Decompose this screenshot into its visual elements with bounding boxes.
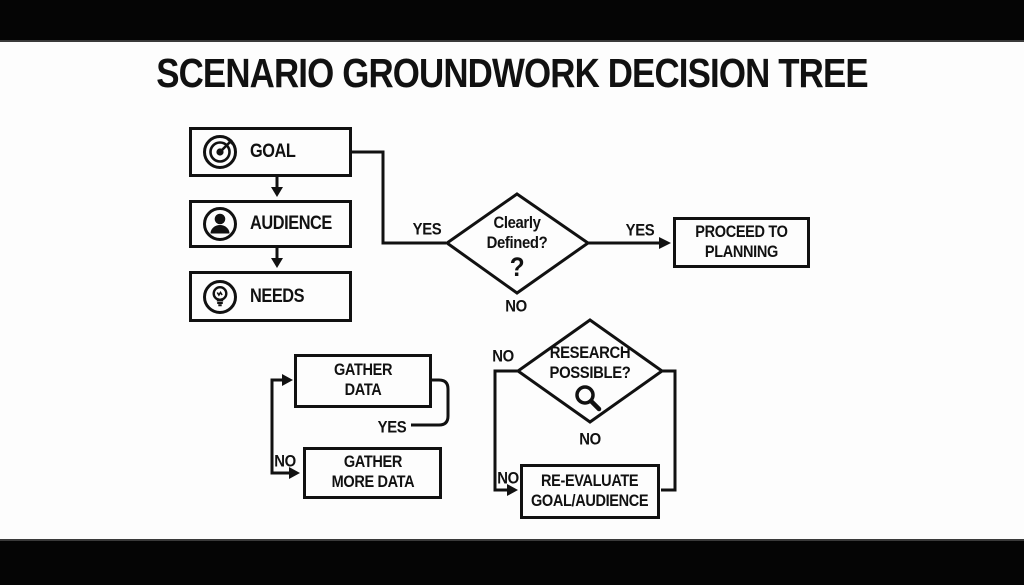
needs-box[interactable]: NEEDS <box>189 271 352 322</box>
audience-label: AUDIENCE <box>250 213 332 234</box>
magnifier-icon <box>575 385 602 412</box>
question-mark: ? <box>509 252 525 283</box>
lightbulb-icon <box>203 279 237 314</box>
arrowhead <box>271 258 283 268</box>
edge-label-no-below-clearly: NO <box>505 297 527 316</box>
edge-research-no-left <box>493 369 518 492</box>
research-line2: POSSIBLE? <box>549 364 631 383</box>
gather-more-data-line2: MORE DATA <box>331 473 414 491</box>
clearly-defined-diamond <box>444 192 591 295</box>
clearly-defined-line1: Clearly <box>493 214 541 232</box>
goal-label: GOAL <box>250 141 296 162</box>
clearly-defined-line2: Defined? <box>486 234 548 253</box>
letterbox-bottom <box>0 539 1024 585</box>
research-possible-text[interactable]: RESEARCH POSSIBLE? <box>525 343 655 383</box>
arrowhead <box>282 374 293 386</box>
gather-more-data-line1: GATHER <box>343 453 402 472</box>
letterbox-top <box>0 0 1024 42</box>
diagram-title: SCENARIO GROUNDWORK DECISION TREE <box>156 50 868 96</box>
proceed-line1: PROCEED TO <box>695 222 788 241</box>
edge-research-right <box>661 369 677 492</box>
edge-goal-clearly <box>352 150 446 245</box>
research-possible-diamond <box>515 318 665 424</box>
needs-label: NEEDS <box>250 285 305 307</box>
proceed-line2: PLANNING <box>704 242 779 261</box>
arrowhead <box>289 467 300 479</box>
edge-label-yes-to-proceed: YES <box>625 221 655 240</box>
reevaluate-box[interactable]: RE-EVALUATE GOAL/AUDIENCE <box>520 464 660 519</box>
target-icon <box>203 135 237 169</box>
edge-label-no-to-reevaluate: NO <box>497 469 519 488</box>
gather-more-data-box[interactable]: GATHER MORE DATA <box>303 447 442 499</box>
reevaluate-line2: GOAL/AUDIENCE <box>531 491 649 510</box>
edge-label-no-left-research: NO <box>492 347 514 366</box>
edge-label-no-gather-more: NO <box>274 452 296 471</box>
audience-box[interactable]: AUDIENCE <box>189 200 352 248</box>
gather-data-box[interactable]: GATHER DATA <box>294 354 432 408</box>
arrowhead <box>507 484 518 496</box>
research-line1: RESEARCH <box>549 344 631 362</box>
edge-label-no-below-research: NO <box>579 430 601 449</box>
clearly-defined-text[interactable]: Clearly Defined? ? <box>454 213 580 281</box>
edge-gather-loop-curve <box>411 378 450 427</box>
reevaluate-line1: RE-EVALUATE <box>541 471 639 490</box>
gather-data-line2: DATA <box>344 381 382 399</box>
edge-gather-rail <box>270 378 289 475</box>
proceed-to-planning-box[interactable]: PROCEED TO PLANNING <box>673 217 810 268</box>
goal-box[interactable]: GOAL <box>189 127 352 177</box>
person-icon <box>203 207 237 241</box>
edge-label-yes-gather-loop: YES <box>377 418 407 437</box>
arrowhead <box>271 187 283 197</box>
gather-data-line1: GATHER <box>333 361 393 380</box>
arrowhead <box>659 237 671 249</box>
edge-label-yes-from-goal: YES <box>412 220 442 239</box>
